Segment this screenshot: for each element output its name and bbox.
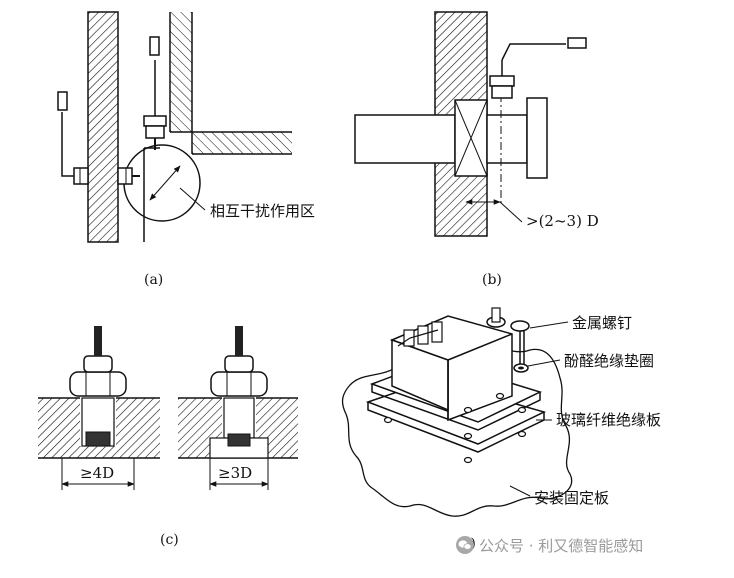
nut-stack-c1 bbox=[69, 371, 127, 397]
watermark: 公众号 · 利又德智能感知 bbox=[455, 532, 643, 558]
label-distance-b: >(2~3) D bbox=[526, 212, 599, 230]
label-metal-screw: 金属螺钉 bbox=[572, 314, 632, 332]
caption-c: (c) bbox=[160, 532, 179, 548]
wechat-icon bbox=[456, 536, 474, 554]
sensor-horizontal-a bbox=[57, 91, 140, 185]
panel-c-right: ≥3D bbox=[178, 326, 298, 490]
caption-b: (b) bbox=[482, 272, 502, 288]
panel-b: >(2~3) D (b) bbox=[354, 11, 599, 288]
label-dist-c2: ≥3D bbox=[218, 464, 252, 482]
label-mounting-plate: 安装固定板 bbox=[534, 489, 609, 507]
corner-structure-a bbox=[143, 12, 292, 242]
panel-a: 相互干扰作用区 (a) bbox=[57, 11, 315, 288]
nut-stack-c2 bbox=[210, 371, 268, 397]
watermark-text: 公众号 · 利又德智能感知 bbox=[479, 536, 644, 555]
panel-d: 金属螺钉 酚醛绝缘垫圈 玻璃纤维绝缘板 安装固定板 (d) bbox=[341, 307, 661, 552]
metal-screw bbox=[486, 307, 530, 368]
shaft bbox=[354, 78, 548, 205]
label-dist-c1: ≥4D bbox=[80, 464, 114, 482]
panel-c-left: ≥4D bbox=[38, 326, 160, 490]
sensor-b bbox=[489, 37, 587, 99]
sensor-housing bbox=[389, 315, 513, 422]
label-phenolic-washer: 酚醛绝缘垫圈 bbox=[564, 352, 654, 370]
caption-a: (a) bbox=[144, 272, 163, 288]
wall-a bbox=[87, 11, 119, 243]
phenolic-washer bbox=[513, 363, 529, 373]
interference-circle bbox=[123, 144, 201, 222]
label-fiberglass-plate: 玻璃纤维绝缘板 bbox=[556, 411, 661, 429]
label-interference-zone: 相互干扰作用区 bbox=[210, 202, 315, 220]
mounting-holes bbox=[383, 392, 527, 464]
sensor-vertical-a bbox=[143, 36, 167, 150]
